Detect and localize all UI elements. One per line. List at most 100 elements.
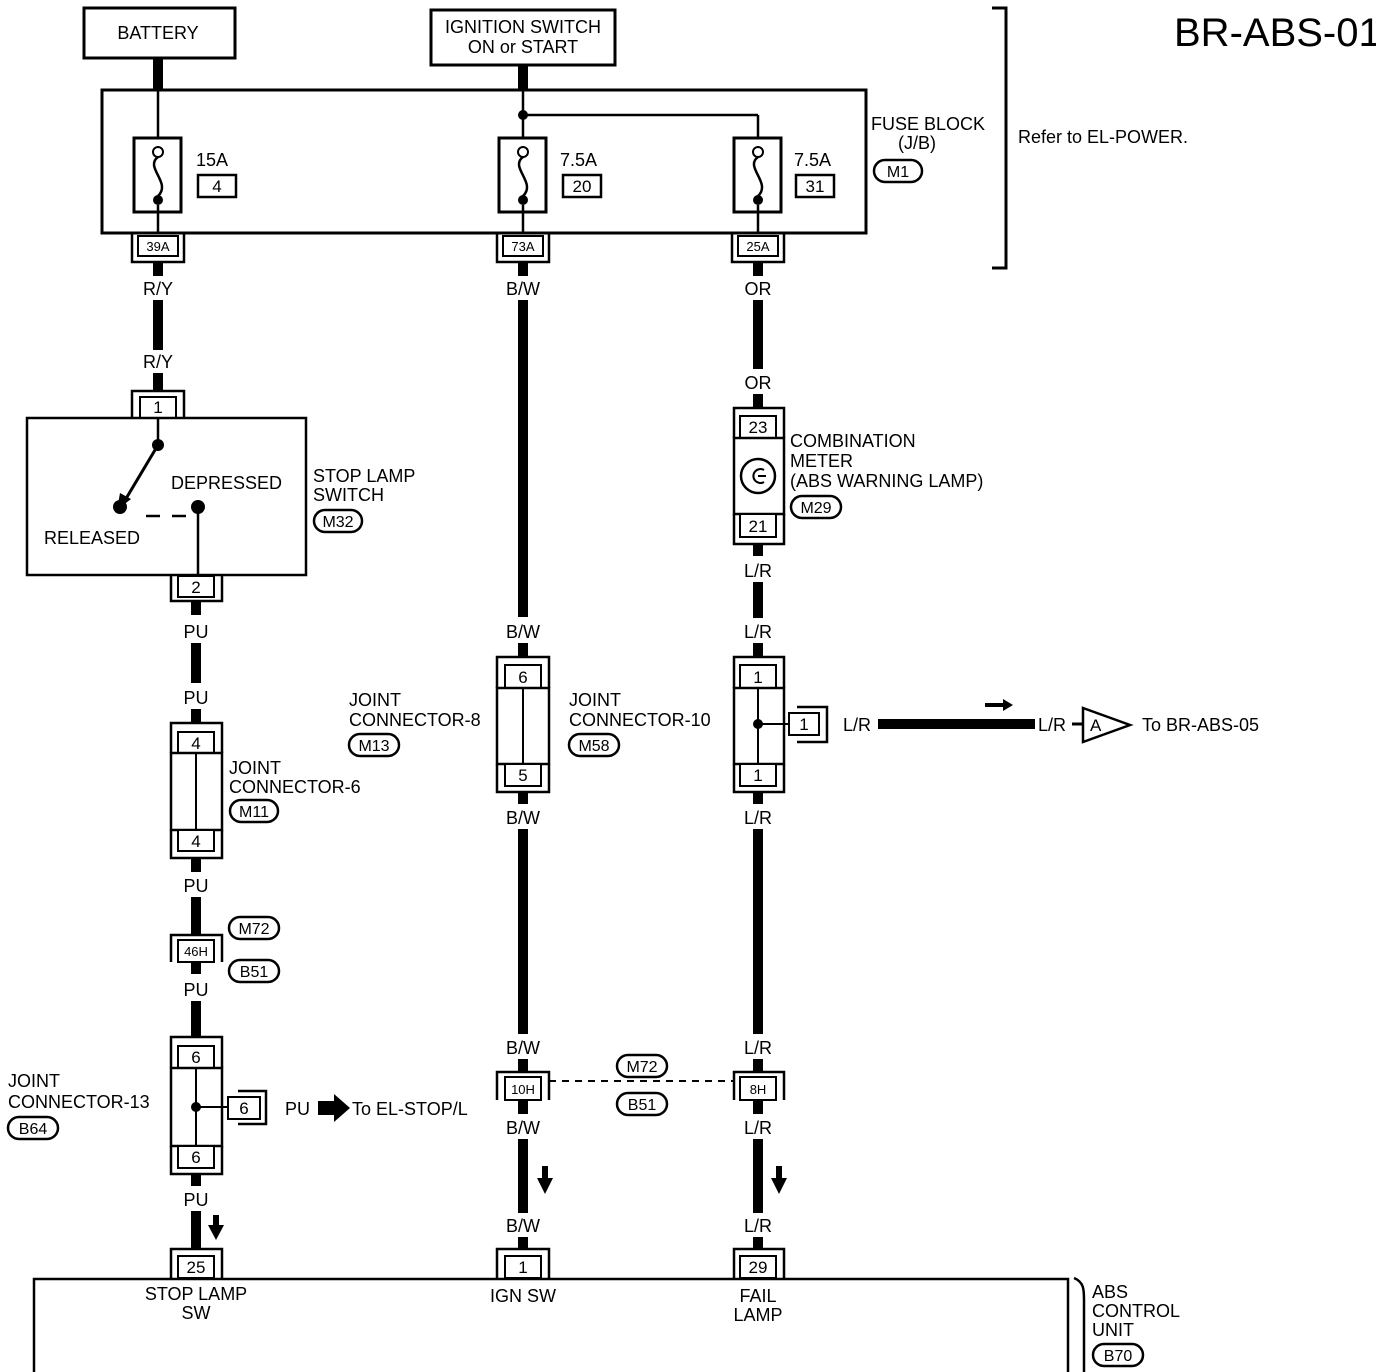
abs-control-unit-label: UNIT [1092, 1320, 1134, 1340]
diagram-title: BR-ABS-01 [1174, 11, 1376, 55]
svg-text:M72: M72 [238, 921, 269, 938]
combination-meter [732, 406, 786, 546]
wire-lr-branch [878, 719, 1035, 729]
svg-text:M29: M29 [800, 500, 831, 517]
harness-connector-8h: 8H [732, 1070, 786, 1101]
stop-lamp-pin-2: 2 [169, 575, 224, 603]
wire-color-label: PU [285, 1099, 310, 1119]
fuse-block [100, 88, 868, 235]
abs-terminal-1: 1 [495, 1247, 551, 1279]
wire-color-label: PU [183, 980, 208, 1000]
svg-text:5: 5 [518, 766, 527, 785]
stop-lamp-switch-label: SWITCH [313, 485, 384, 505]
wire-color-label: OR [745, 279, 772, 299]
stop-lamp-switch-connector-tag: M32 [312, 508, 364, 534]
svg-text:M13: M13 [358, 738, 389, 755]
to-el-stop-label: To EL-STOP/L [352, 1099, 468, 1119]
wire-color-label: B/W [506, 1216, 540, 1236]
fuse-15a [132, 136, 183, 214]
abs-control-unit-tag: B70 [1091, 1342, 1145, 1368]
joint-connector-6-label: JOINT [229, 758, 281, 778]
ignition-label-2: ON or START [468, 37, 578, 57]
arrow-down-icon [208, 1215, 224, 1240]
terminal-name: LAMP [733, 1305, 782, 1325]
svg-text:6: 6 [239, 1099, 248, 1118]
combination-meter-tag: M29 [789, 494, 843, 520]
joint-connector-8-label: CONNECTOR-8 [349, 710, 481, 730]
svg-text:M1: M1 [887, 164, 909, 181]
combination-meter-label: COMBINATION [790, 431, 916, 451]
stop-lamp-switch-label: STOP LAMP [313, 466, 415, 486]
wire-color-label: R/Y [143, 279, 173, 299]
arrow-right-icon [985, 699, 1013, 711]
harness-connector-46h: 46H [169, 933, 224, 963]
terminal-39a: 39A [130, 232, 186, 264]
wire-color-label: L/R [843, 715, 871, 735]
wire-color-label: L/R [744, 808, 772, 828]
wire-color-label: L/R [1038, 715, 1066, 735]
wire-color-label: B/W [506, 279, 540, 299]
harness-connector-10h: 10H [495, 1070, 551, 1101]
svg-text:21: 21 [749, 517, 768, 536]
stop-lamp-switch [25, 416, 308, 577]
svg-text:1: 1 [518, 1258, 527, 1277]
b51-tag: B51 [615, 1091, 669, 1117]
fuse-rating: 7.5A [560, 150, 597, 170]
svg-text:73A: 73A [511, 239, 534, 254]
svg-text:39A: 39A [146, 239, 169, 254]
svg-text:A: A [1090, 716, 1102, 735]
svg-text:25: 25 [187, 1258, 206, 1277]
battery-label: BATTERY [117, 23, 198, 43]
battery-feed-wire [153, 58, 163, 90]
m72-tag: M72 [615, 1053, 669, 1079]
wire-color-label: PU [183, 1190, 208, 1210]
wire-color-label: L/R [744, 1216, 772, 1236]
svg-text:29: 29 [749, 1258, 768, 1277]
terminal-name: IGN SW [490, 1286, 556, 1306]
combination-meter-label: METER [790, 451, 853, 471]
ignition-label-1: IGNITION SWITCH [445, 17, 601, 37]
wire-color-label: B/W [506, 622, 540, 642]
svg-text:4: 4 [191, 734, 200, 753]
b51-tag: B51 [227, 958, 281, 984]
fuse-block-connector-tag: M1 [872, 158, 924, 184]
abs-terminal-29: 29 [732, 1247, 786, 1279]
joint-connector-13-label: JOINT [8, 1071, 60, 1091]
wire-color-label: L/R [744, 561, 772, 581]
fuse-block-jb: (J/B) [898, 133, 936, 153]
svg-text:1: 1 [153, 398, 162, 417]
svg-text:1: 1 [799, 715, 808, 734]
terminal-73a: 73A [495, 232, 551, 264]
fuse-rating: 15A [196, 150, 228, 170]
battery-box: BATTERY [82, 6, 237, 60]
fuse-block-label: FUSE BLOCK [871, 114, 985, 134]
released-label: RELEASED [44, 528, 140, 548]
fuse-rating: 7.5A [794, 150, 831, 170]
wire-bw [518, 300, 528, 617]
m72-tag: M72 [227, 915, 281, 941]
joint-connector-13-label: CONNECTOR-13 [8, 1092, 150, 1112]
abs-control-unit [32, 1277, 1070, 1372]
fuse-number: 20 [573, 177, 592, 196]
wire-color-label: PU [183, 688, 208, 708]
svg-text:23: 23 [749, 418, 768, 437]
svg-text:1: 1 [753, 766, 762, 785]
wire-color-label: B/W [506, 1118, 540, 1138]
depressed-label: DEPRESSED [171, 473, 282, 493]
ignition-feed-wire [518, 65, 528, 90]
svg-text:M72: M72 [626, 1059, 657, 1076]
svg-text:2: 2 [191, 578, 200, 597]
stop-lamp-pin-1: 1 [130, 389, 186, 419]
wire-color-label: R/Y [143, 352, 173, 372]
terminal-name: FAIL [739, 1286, 776, 1306]
abs-control-unit-label: CONTROL [1092, 1301, 1180, 1321]
svg-text:46H: 46H [184, 944, 208, 959]
svg-text:25A: 25A [746, 239, 769, 254]
joint-connector-10-label: CONNECTOR-10 [569, 710, 711, 730]
refer-label: Refer to EL-POWER. [1018, 127, 1188, 147]
joint-connector-8 [495, 655, 551, 794]
joint-connector-10-label: JOINT [569, 690, 621, 710]
joint-connector-6-label: CONNECTOR-6 [229, 777, 361, 797]
svg-text:6: 6 [191, 1048, 200, 1067]
